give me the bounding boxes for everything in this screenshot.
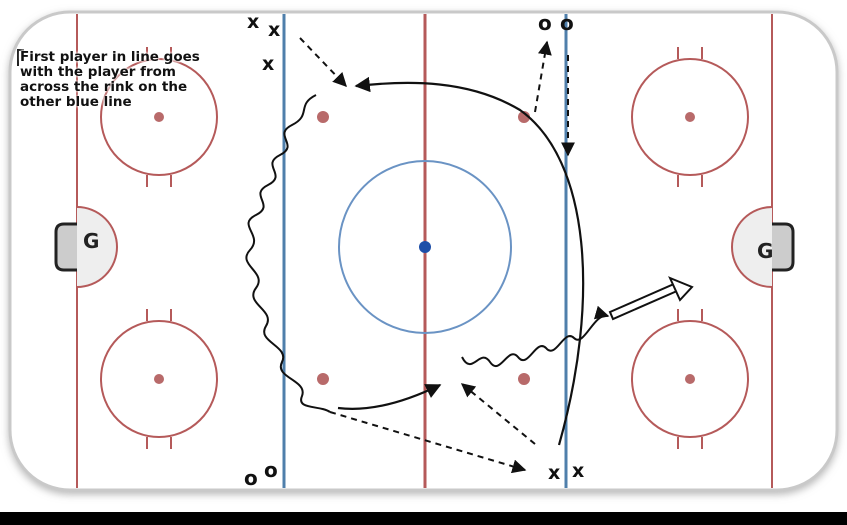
player-x-top-1: x	[247, 11, 260, 33]
faceoff-dot-end-bottom-right	[685, 374, 695, 384]
faceoff-dot-neutral-top-left	[317, 111, 329, 123]
pass-arrow-bottom-right	[460, 383, 536, 445]
player-o-bottom-1: o	[244, 466, 258, 490]
skate-curve-right	[354, 76, 585, 446]
player-o-top-1: o	[538, 11, 552, 35]
faceoff-dot-neutral-top-right	[518, 111, 530, 123]
faceoff-circle-top-left	[100, 47, 218, 187]
faceoff-dot-neutral-bottom-right	[518, 373, 530, 385]
right-goal-crease	[731, 206, 773, 288]
right-goal-net	[772, 222, 795, 272]
player-o-bottom-2: o	[264, 458, 278, 482]
shot-arrow	[608, 276, 694, 321]
player-o-top-2: o	[560, 11, 574, 35]
skate-curve-center	[337, 384, 442, 410]
puck-carry-wave-right	[461, 305, 610, 368]
player-x-bottom-1: x	[548, 462, 561, 484]
pass-arrow-top-right	[534, 40, 552, 113]
faceoff-dot-end-top-right	[685, 112, 695, 122]
left-goal-net	[54, 222, 77, 272]
puck-carry-wave-left	[245, 94, 331, 413]
goalie-right-label: G	[757, 239, 774, 263]
faceoff-dot-end-bottom-left	[154, 374, 164, 384]
player-x-top-2: x	[268, 19, 281, 41]
faceoff-dot-neutral-bottom-left	[317, 373, 329, 385]
center-dot	[419, 241, 431, 253]
center-circle	[338, 160, 512, 334]
left-goal-crease	[76, 206, 118, 288]
faceoff-circle-bottom-left	[100, 309, 218, 449]
note-bracket	[17, 49, 24, 66]
faceoff-circle-bottom-right	[631, 309, 749, 449]
bottom-bar	[0, 512, 847, 525]
player-x-top-3: x	[262, 53, 275, 75]
faceoff-dot-end-top-left	[154, 112, 164, 122]
pass-arrow-bottom	[329, 411, 527, 474]
faceoff-circle-top-right	[631, 47, 749, 187]
player-x-bottom-2: x	[572, 460, 585, 482]
pass-arrow-top-left	[299, 37, 347, 88]
goalie-left-label: G	[83, 229, 100, 253]
drill-note: First player in line goes with the playe…	[20, 49, 200, 110]
